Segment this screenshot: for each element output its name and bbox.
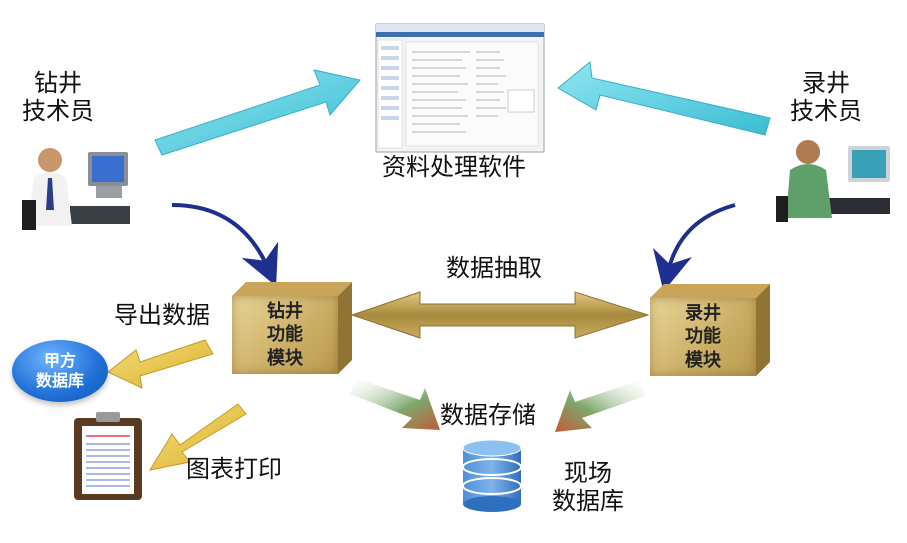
drilling-technician-label: 钻井技术员 [22, 69, 94, 125]
logging-module-box: 录井功能模块 [650, 284, 770, 376]
arrow-drilling-tech-to-module [171, 203, 279, 287]
logging-technician-label: 录井技术员 [790, 69, 862, 125]
data-extract-label: 数据抽取 [446, 254, 542, 282]
clipboard-icon [74, 412, 142, 500]
data-store-label: 数据存储 [440, 401, 536, 429]
client-database-badge: 甲方数据库 [12, 340, 108, 402]
arrow-store-right [555, 380, 645, 432]
arrow-logging-to-software [557, 61, 771, 136]
logging-technician-photo [775, 140, 893, 222]
arrow-logging-tech-to-module [653, 203, 736, 292]
software-label: 资料处理软件 [382, 153, 526, 181]
chart-print-label: 图表打印 [186, 455, 282, 483]
arrow-print [148, 403, 247, 471]
arrow-export [107, 339, 214, 389]
arrow-store-left [350, 378, 440, 430]
site-database-label: 现场数据库 [552, 459, 624, 515]
drilling-technician-photo [22, 140, 134, 232]
site-database-icon [462, 439, 522, 512]
software-window-icon [375, 23, 545, 153]
export-data-label: 导出数据 [114, 301, 210, 329]
drilling-module-box: 钻井功能模块 [232, 282, 352, 374]
arrow-data-extract [350, 291, 650, 339]
arrow-drilling-to-software [154, 69, 361, 156]
